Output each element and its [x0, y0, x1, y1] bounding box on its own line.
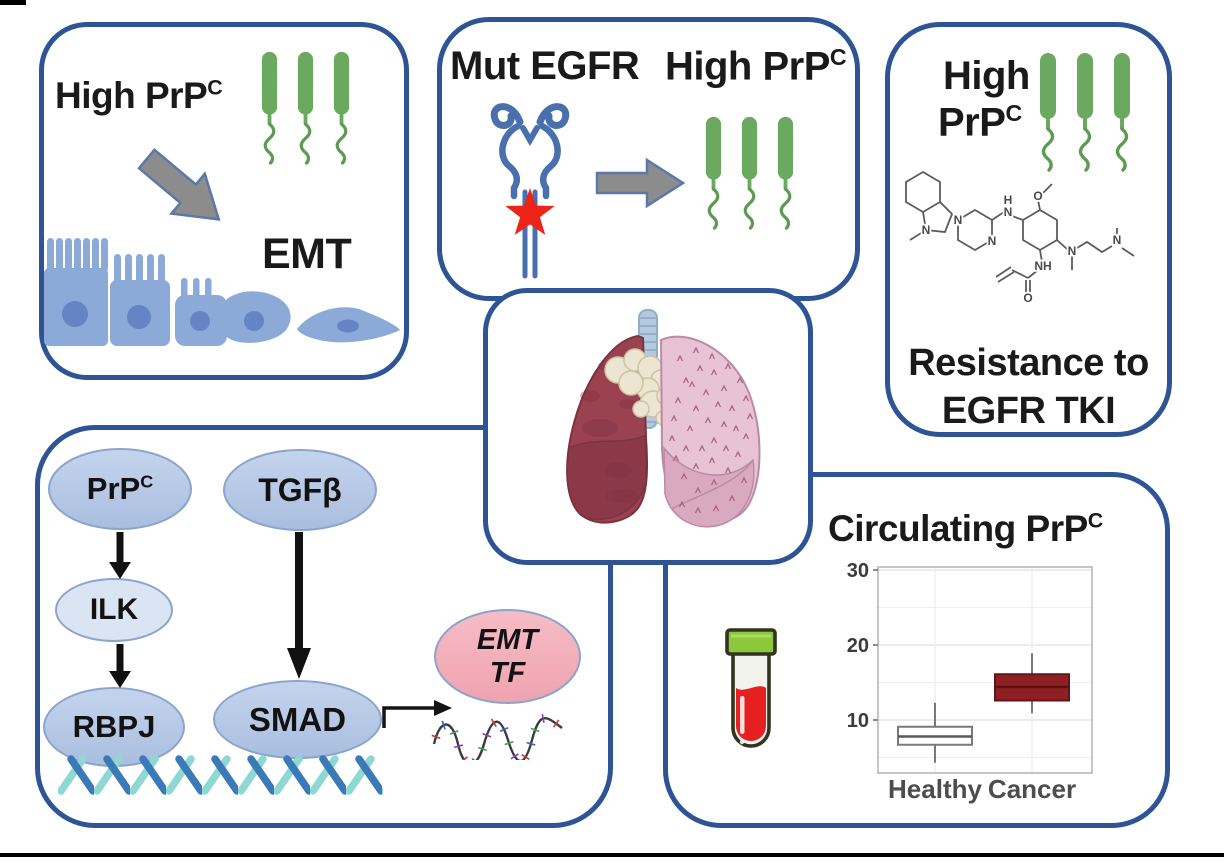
tumor-mass: [604, 348, 676, 426]
resistance-line2: EGFR TKI: [941, 390, 1116, 432]
mrna-icon: [431, 713, 563, 760]
mut-egfr-label: Mut EGFR: [450, 44, 640, 88]
bottom-rule: [0, 853, 1224, 857]
svg-text:N: N: [988, 234, 997, 248]
svg-text:30: 30: [847, 560, 869, 582]
svg-text:N: N: [922, 223, 931, 237]
emt-label: EMT: [262, 230, 352, 278]
high-prpc-label-2: High PrPC: [665, 44, 847, 89]
resistance-line1: Resistance to: [908, 342, 1149, 384]
arrow-tgfb-smad: [287, 532, 311, 679]
svg-text:O: O: [1033, 189, 1042, 203]
node-prpc: PrPC: [48, 448, 192, 530]
svg-text:Cancer: Cancer: [988, 774, 1076, 804]
prpc-label: PrPC: [938, 100, 1022, 145]
svg-text:N: N: [954, 213, 963, 227]
egfr-receptor-icon: [490, 103, 570, 279]
node-tgfb: TGFβ: [223, 449, 377, 531]
svg-text:NH: NH: [1034, 259, 1051, 273]
svg-text:O: O: [1023, 291, 1032, 305]
prp-molecules-icon-3: [1038, 48, 1138, 178]
svg-text:20: 20: [847, 635, 869, 657]
gray-arrow-down-right-icon: [137, 148, 221, 221]
svg-text:N: N: [1004, 205, 1013, 219]
high-label: High: [943, 54, 1030, 98]
svg-text:N: N: [1113, 233, 1122, 247]
node-ilk: ILK: [55, 578, 173, 642]
arrow-ilk-rbpj: [109, 644, 131, 688]
svg-text:N: N: [1068, 244, 1077, 258]
gray-arrow-right-icon: [595, 157, 686, 209]
high-prpc-label-1: High PrPC: [55, 75, 223, 116]
svg-text:Healthy: Healthy: [888, 774, 982, 804]
arrow-prp-ilk: [109, 532, 131, 579]
svg-text:H: H: [1004, 193, 1013, 207]
dna-helix-illustration: [58, 752, 383, 798]
node-smad: SMAD: [213, 680, 382, 759]
osimertinib-structure: N N N H N O N N NH O: [905, 170, 1135, 307]
mutation-star-icon: [505, 188, 555, 235]
emt-cells-illustration: [44, 238, 400, 346]
circulating-prpc-title: Circulating PrPC: [828, 508, 1103, 549]
prp-molecules-icon-1: [260, 45, 355, 173]
top-left-mark: [0, 0, 26, 5]
prp-molecules-icon-2: [704, 110, 799, 238]
transcription-arrow-icon: [382, 700, 452, 728]
svg-text:10: 10: [847, 710, 869, 732]
blood-tube-icon: [725, 628, 777, 748]
lungs-illustration: [566, 309, 761, 528]
